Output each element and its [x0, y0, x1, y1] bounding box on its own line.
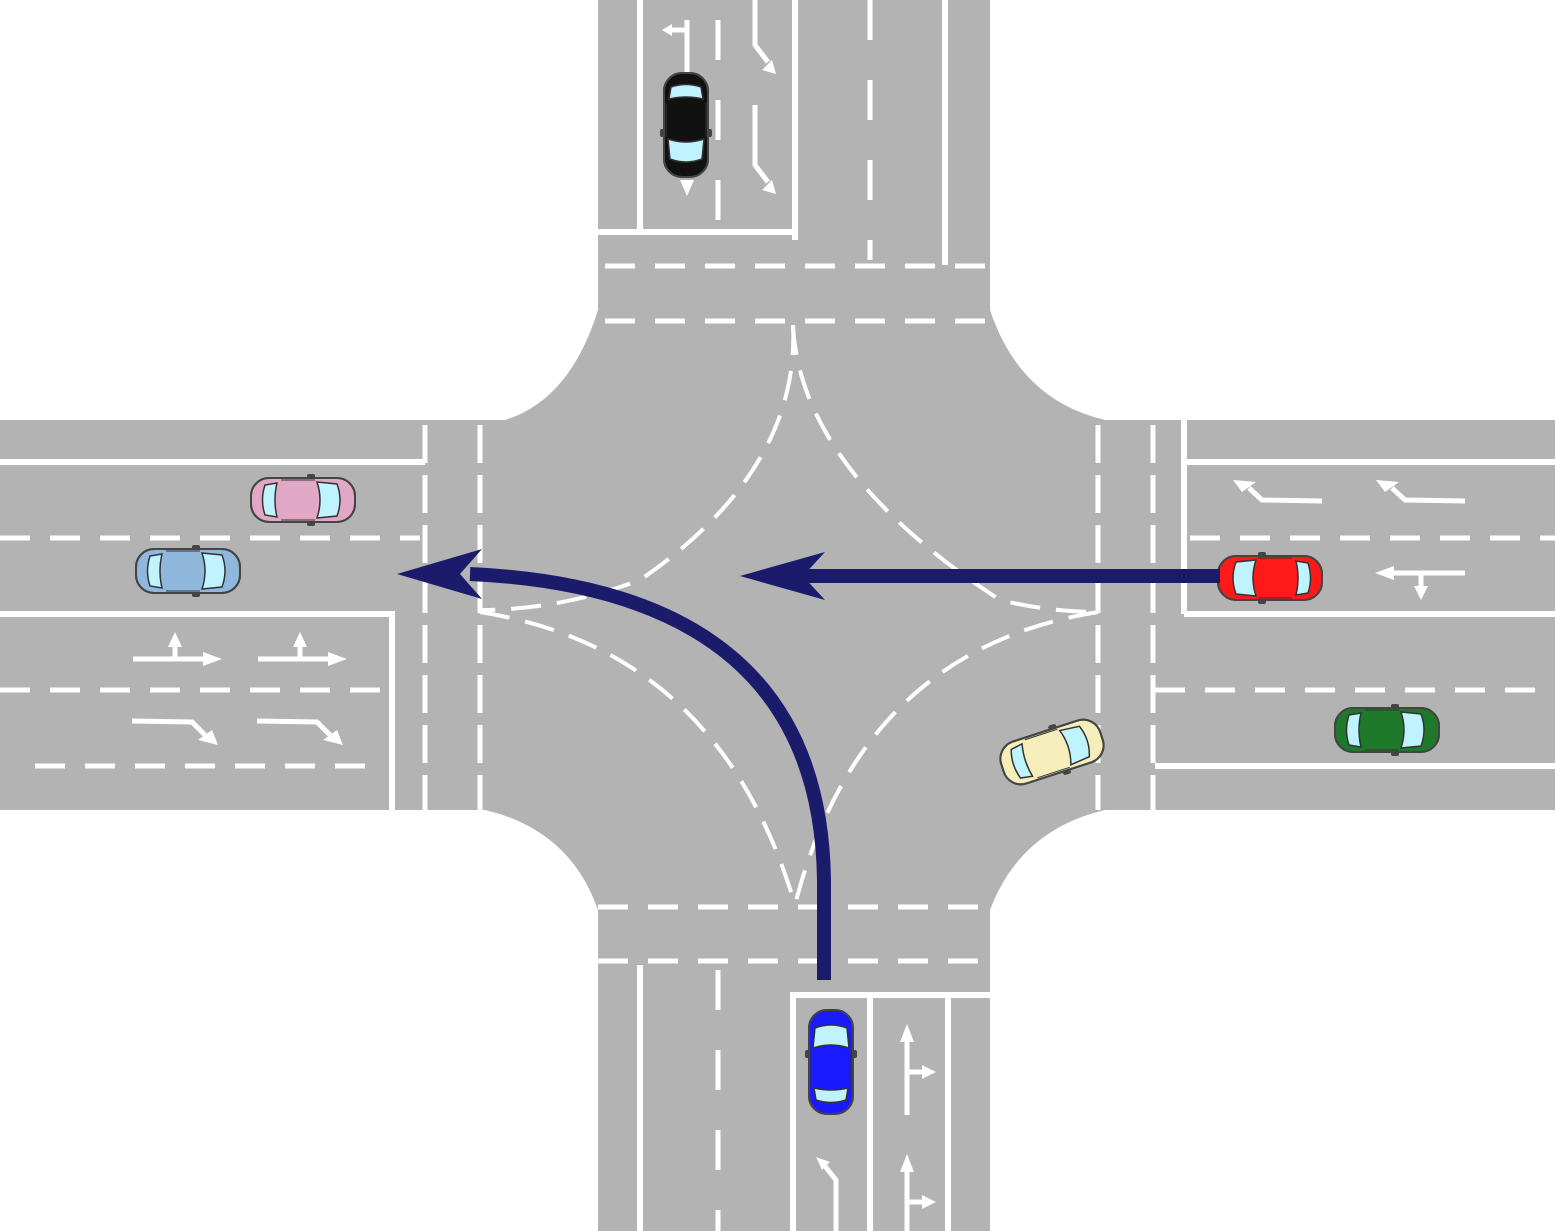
lane-arrow-west-4: [256, 718, 343, 745]
lane-arrow-west-2: [258, 632, 347, 666]
path-red-car-straight-head: [740, 552, 825, 600]
lane-arrow-west-3: [131, 718, 218, 745]
lane-arrow-east-1: [1233, 480, 1323, 504]
car-light-blue: [135, 544, 241, 598]
lane-arrow-north-3: [752, 105, 776, 194]
car-green: [1334, 703, 1440, 757]
path-blue-car-left-turn: [469, 567, 831, 980]
car-red: [1217, 551, 1323, 605]
lane-arrow-west-1: [133, 632, 222, 666]
car-black: [659, 72, 713, 178]
north-approach-markings: [598, 0, 990, 324]
vehicles: [135, 72, 1440, 1115]
car-pink: [250, 473, 356, 527]
lane-arrow-east-2: [1376, 480, 1466, 504]
path-arrows: [397, 549, 1220, 980]
lane-arrow-south-2: [900, 1024, 936, 1115]
car-cream: [993, 710, 1111, 794]
lane-arrow-south-1: [816, 1157, 839, 1231]
lane-arrow-north-2: [752, 0, 776, 74]
lane-arrow-south-3: [900, 1154, 936, 1231]
car-blue: [804, 1009, 858, 1115]
south-approach-markings: [598, 904, 990, 1231]
lane-arrow-east-3: [1375, 566, 1465, 600]
path-blue-car-left-turn-head: [397, 549, 482, 599]
west-approach-markings: [0, 425, 483, 810]
